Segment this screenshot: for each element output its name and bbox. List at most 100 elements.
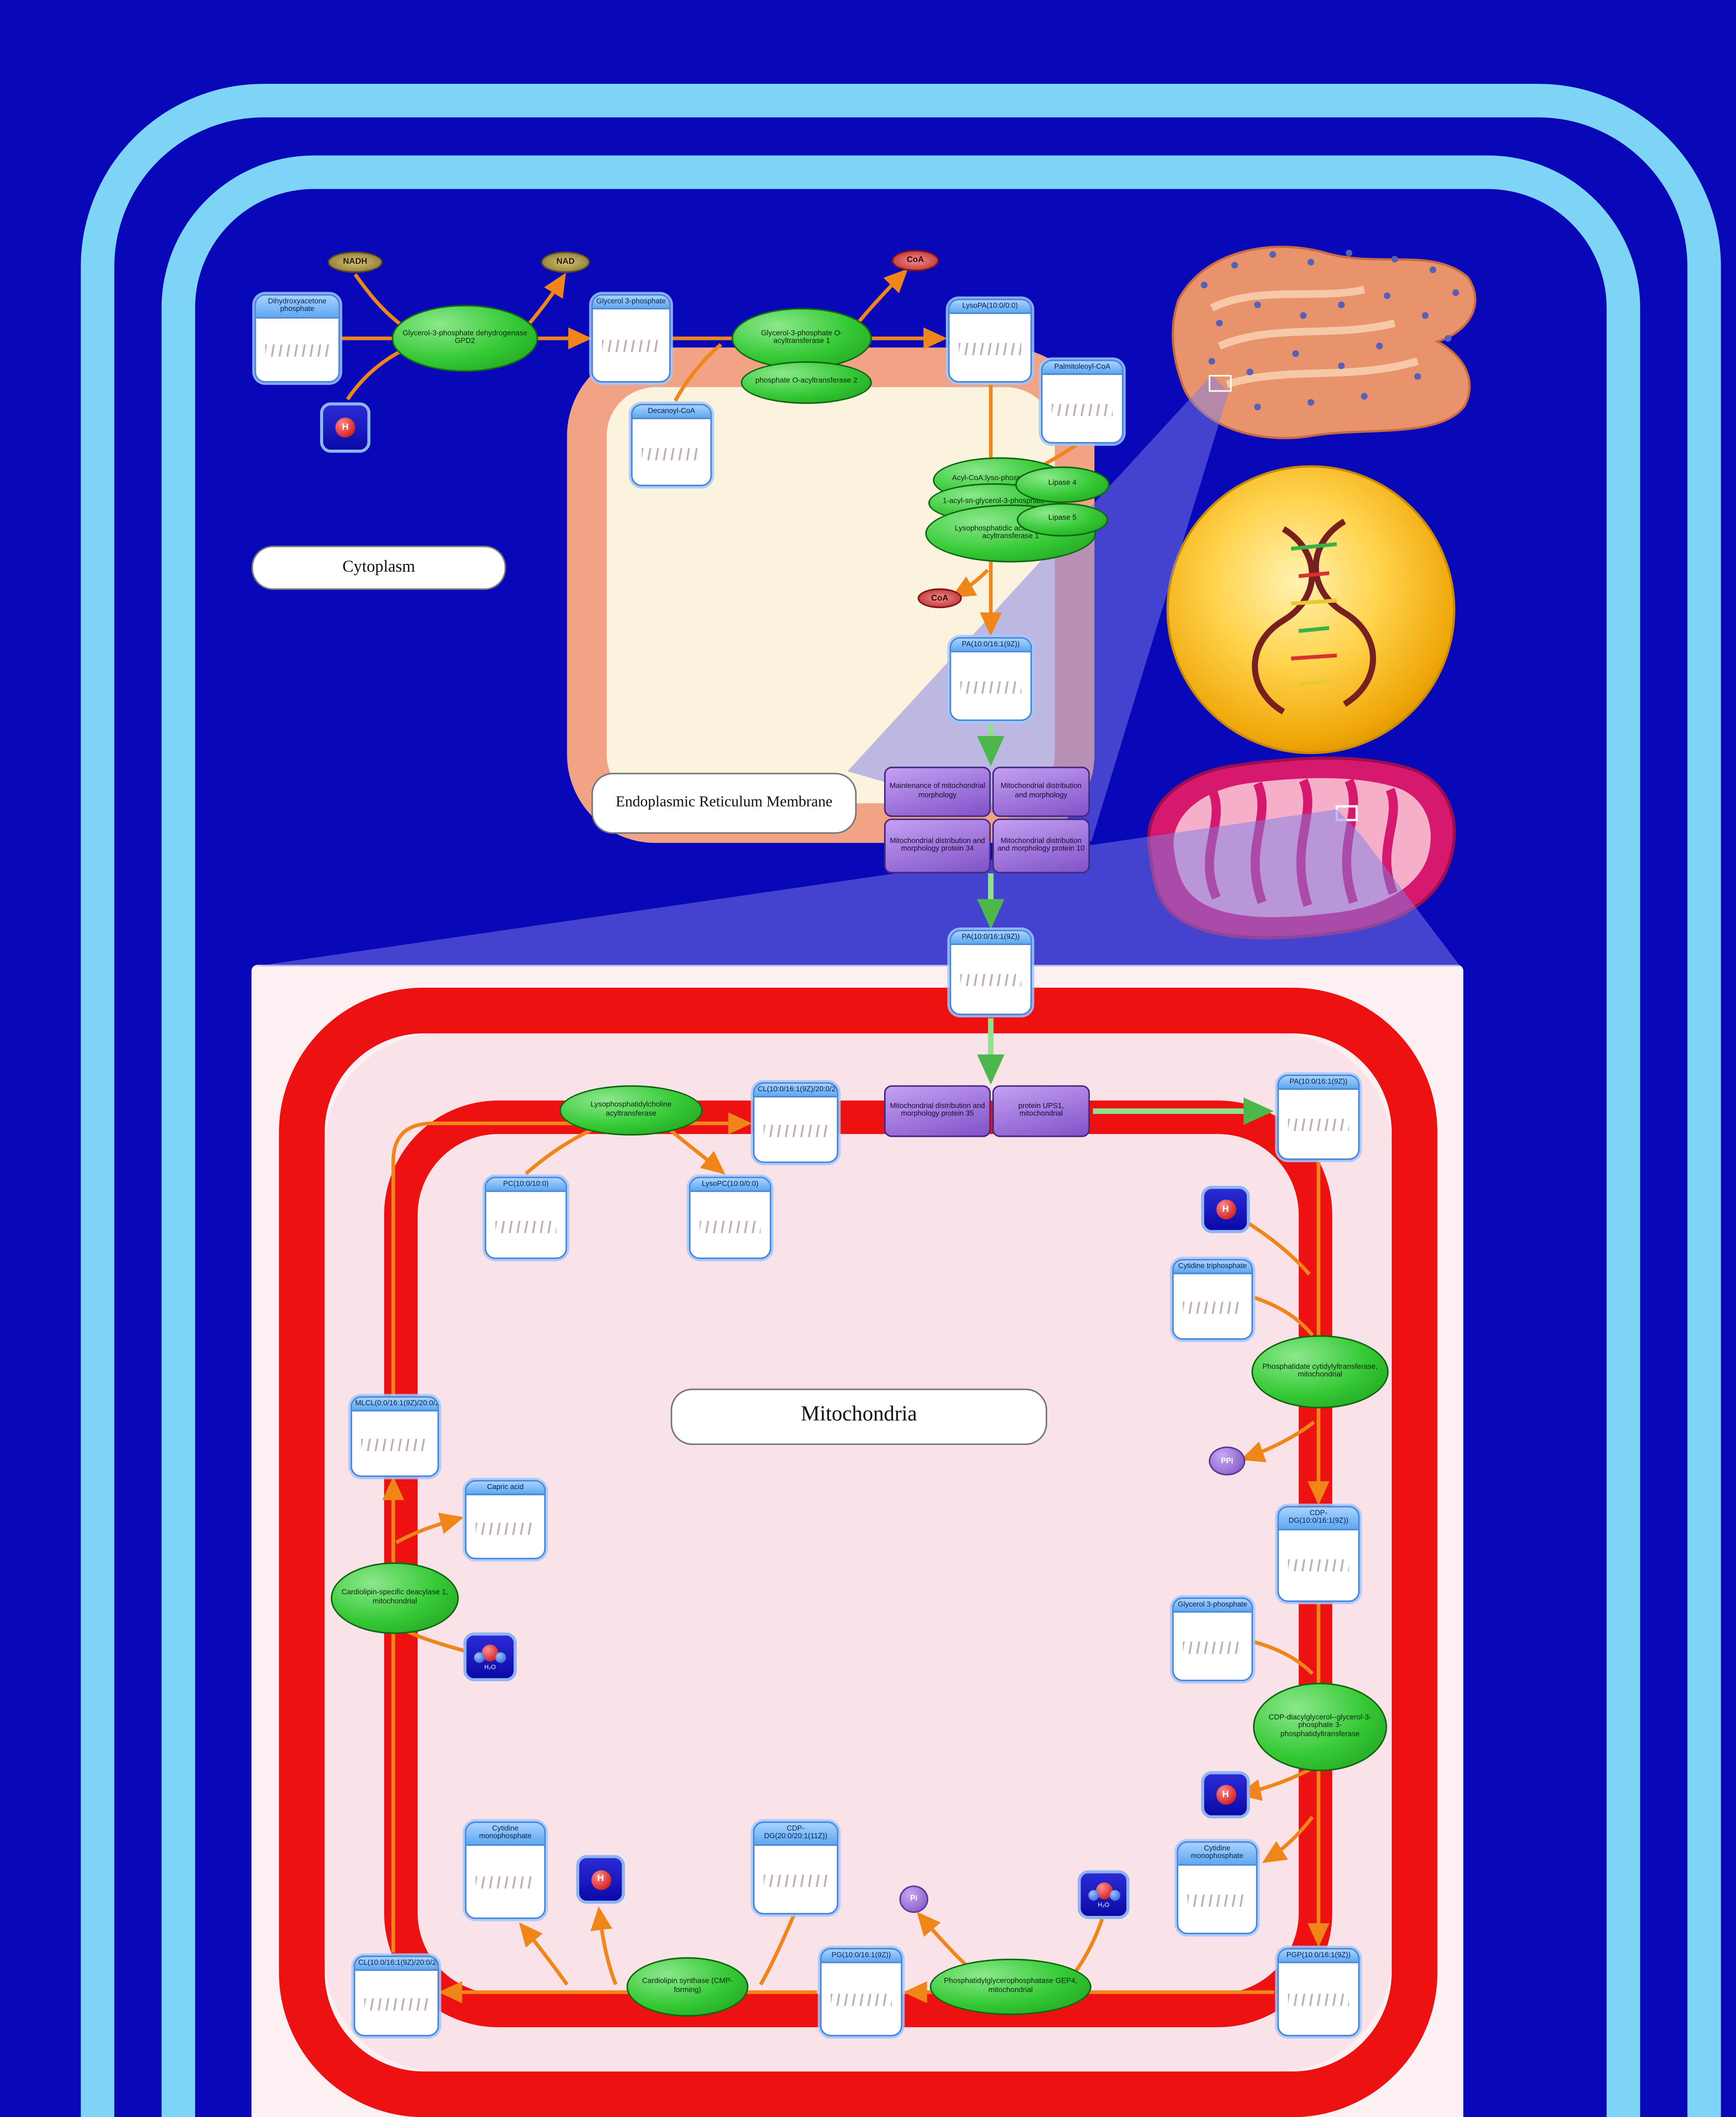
enzyme-lipase5[interactable]: Lipase 5: [1017, 503, 1108, 537]
metabolite-cdpdg-left[interactable]: CDP-DG(20:0/20:1(11Z)): [753, 1821, 838, 1915]
metabolite-lysopa[interactable]: LysoPA(10:0/0:0): [948, 298, 1032, 383]
metabolite-label: LysoPA(10:0/0:0): [949, 300, 1031, 315]
metabolite-cl-top[interactable]: CL(10:0/16:1(9Z)/20:0/20:1(11Z)): [753, 1082, 838, 1163]
metabolite-dhap[interactable]: Dihydroxyacetone phosphate: [254, 294, 340, 383]
pyrophosphate-icon[interactable]: PPi: [1208, 1446, 1246, 1476]
endoplasmic-reticulum-illustration: [1172, 246, 1476, 439]
metabolite-label: PA(10:0/16:1(9Z)): [951, 638, 1031, 653]
cofactor-coa-top[interactable]: CoA: [892, 250, 939, 271]
protein-mdm35[interactable]: Mitochondrial distribution and morpholog…: [884, 1085, 991, 1137]
metabolite-glycerol-3-phosphate-er[interactable]: Glycerol 3-phosphate: [591, 294, 671, 383]
protein-mdm12[interactable]: Mitochondrial distribution and morpholog…: [992, 766, 1090, 817]
protein-label: Maintenance of mitochondrial morphology: [890, 784, 985, 800]
metabolite-label: CDP-DG(20:0/20:1(11Z)): [755, 1823, 837, 1846]
metabolite-label: Cytidine monophosphate: [466, 1823, 545, 1846]
enzyme-label: Phosphatidylglycerophosphatase GEP4, mit…: [944, 1979, 1078, 1995]
chemical-structure: [825, 1967, 898, 2032]
enzyme-label: phosphate O-acyltransferase 2: [755, 379, 857, 387]
water-label: H₂O: [484, 1662, 496, 1670]
chemical-structure: [953, 318, 1027, 378]
chemical-structure: [1177, 1278, 1248, 1335]
metabolite-pa-er[interactable]: PA(10:0/16:1(9Z)): [949, 637, 1032, 721]
metabolite-mlcl[interactable]: MLCL(0:0/16:1(9Z)/20:0/20:1(11Z)): [351, 1396, 439, 1477]
metabolite-cdpdg-right[interactable]: CDP-DG(10:0/16:1(9Z)): [1277, 1506, 1360, 1602]
metabolite-label: LysoPC(10:0/0:0): [690, 1178, 770, 1193]
metabolite-pgp[interactable]: PGP(10:0/16:1(9Z)): [1277, 1948, 1360, 2037]
metabolite-cl-bottom[interactable]: CL(10:0/16:1(9Z)/20:0/20:1(11Z)): [354, 1955, 439, 2037]
metabolite-pa-cytoplasm[interactable]: PA(10:0/16:1(9Z)): [949, 930, 1032, 1015]
protein-label: protein UPS1, mitochondrial: [1018, 1103, 1064, 1119]
protein-label: Mitochondrial distribution and morpholog…: [890, 1103, 985, 1119]
metabolite-ctp[interactable]: Cytidine triphosphate: [1172, 1259, 1253, 1340]
water-icon[interactable]: H₂O: [463, 1632, 517, 1681]
metabolite-label: PA(10:0/16:1(9Z)): [951, 931, 1031, 946]
enzyme-gpat1[interactable]: Glycerol-3-phosphate O-acyltransferase 1: [732, 308, 872, 369]
chemical-structure: [1282, 1967, 1355, 2032]
chemical-structure: [470, 1849, 541, 1915]
water-molecule: [474, 1644, 506, 1664]
enzyme-lpcat[interactable]: Lysophosphatidylcholine acyltransferase: [559, 1085, 703, 1136]
pi-label: Pi: [910, 1894, 918, 1904]
chemical-structure: [1046, 379, 1119, 439]
enzyme-label: Glycerol-3-phosphate O-acyltransferase 1: [761, 330, 843, 346]
proton-icon[interactable]: H: [576, 1855, 625, 1904]
phosphate-icon[interactable]: Pi: [899, 1885, 929, 1913]
chemical-structure: [757, 1101, 834, 1158]
mitochondria-label: Mitochondria: [671, 1388, 1048, 1445]
h-plus: H: [335, 417, 355, 438]
h-plus: H: [1216, 1199, 1236, 1219]
metabolite-capric-acid[interactable]: Capric acid: [465, 1480, 546, 1559]
protein-mdm10[interactable]: Mitochondrial distribution and morpholog…: [992, 818, 1090, 873]
enzyme-label: Lysophosphatidylcholine acyltransferase: [590, 1102, 672, 1118]
enzyme-pcyt2[interactable]: Phosphatidate cytidylyltransferase, mito…: [1251, 1335, 1389, 1409]
protein-mdm34[interactable]: Mitochondrial distribution and morpholog…: [884, 818, 991, 873]
chemical-structure: [358, 1974, 434, 2032]
enzyme-cld1[interactable]: Cardiolipin-specific deacylase 1, mitoch…: [331, 1562, 459, 1634]
metabolite-cmp-right[interactable]: Cytidine monophosphate: [1177, 1841, 1258, 1935]
enzyme-label: CDP-diacylglycerol--glycerol-3-phosphate…: [1269, 1715, 1371, 1739]
metabolite-label: CDP-DG(10:0/16:1(9Z)): [1279, 1507, 1358, 1530]
metabolite-decanoyl-coa[interactable]: Decanoyl-CoA: [631, 404, 712, 486]
chemical-structure: [355, 1415, 434, 1473]
cofactor-label: CoA: [907, 256, 924, 265]
mitochondrial-outer-membrane: [279, 987, 1437, 2117]
chemical-structure: [1282, 1093, 1355, 1155]
enzyme-lipase4[interactable]: Lipase 4: [1015, 466, 1110, 503]
metabolite-pg[interactable]: PG(10:0/16:1(9Z)): [820, 1948, 903, 2037]
metabolite-cmp-left[interactable]: Cytidine monophosphate: [465, 1821, 546, 1919]
cofactor-label: CoA: [931, 594, 948, 603]
cofactor-coa-mid[interactable]: CoA: [918, 588, 962, 608]
enzyme-crls1[interactable]: Cardiolipin synthase (CMP-forming): [626, 1957, 749, 2017]
protein-mmm1[interactable]: Maintenance of mitochondrial morphology: [884, 766, 991, 817]
metabolite-pc[interactable]: PC(10:0/10:0): [484, 1177, 567, 1259]
protein-ups1[interactable]: protein UPS1, mitochondrial: [992, 1085, 1090, 1137]
metabolite-label: CL(10:0/16:1(9Z)/20:0/20:1(11Z)): [355, 1957, 438, 1972]
enzyme-gep4[interactable]: Phosphatidylglycerophosphatase GEP4, mit…: [930, 1959, 1092, 2015]
proton-icon[interactable]: H: [320, 402, 370, 453]
proton-icon[interactable]: H: [1201, 1771, 1250, 1819]
chemical-structure: [636, 423, 707, 481]
metabolite-label: Palmitoleoyl-CoA: [1042, 361, 1122, 376]
metabolite-palmitoleoyl-coa[interactable]: Palmitoleoyl-CoA: [1041, 359, 1124, 444]
protein-label: Mitochondrial distribution and morpholog…: [998, 838, 1085, 854]
cofactor-nadh[interactable]: NADH: [328, 251, 383, 273]
proton-icon[interactable]: H: [1201, 1186, 1250, 1233]
metabolite-lysopc[interactable]: LysoPC(10:0/0:0): [689, 1177, 771, 1259]
cell-membrane-inner: [161, 155, 1640, 2117]
metabolite-pa-mito[interactable]: PA(10:0/16:1(9Z)): [1277, 1075, 1360, 1160]
metabolite-label: Glycerol 3-phosphate: [1174, 1599, 1252, 1614]
enzyme-gpat2[interactable]: phosphate O-acyltransferase 2: [741, 361, 872, 404]
enzyme-pgps[interactable]: CDP-diacylglycerol--glycerol-3-phosphate…: [1253, 1683, 1387, 1772]
cytoplasm-label: Cytoplasm: [252, 545, 506, 590]
metabolite-label: Dihydroxyacetone phosphate: [256, 296, 339, 318]
metabolite-label: Cytidine triphosphate: [1174, 1260, 1252, 1275]
cofactor-label: NAD: [556, 257, 575, 267]
enzyme-gpd2[interactable]: Glycerol-3-phosphate dehydrogenase GPD2: [392, 305, 538, 372]
metabolite-label: Cytidine monophosphate: [1178, 1843, 1256, 1866]
cofactor-label: NADH: [343, 257, 368, 267]
mitochondrion-illustration: [1147, 756, 1456, 940]
water-icon[interactable]: H₂O: [1078, 1870, 1130, 1919]
chemical-structure: [954, 656, 1028, 716]
cofactor-nad[interactable]: NAD: [541, 251, 590, 273]
metabolite-glycerol-3-phosphate-mito[interactable]: Glycerol 3-phosphate: [1172, 1597, 1253, 1681]
